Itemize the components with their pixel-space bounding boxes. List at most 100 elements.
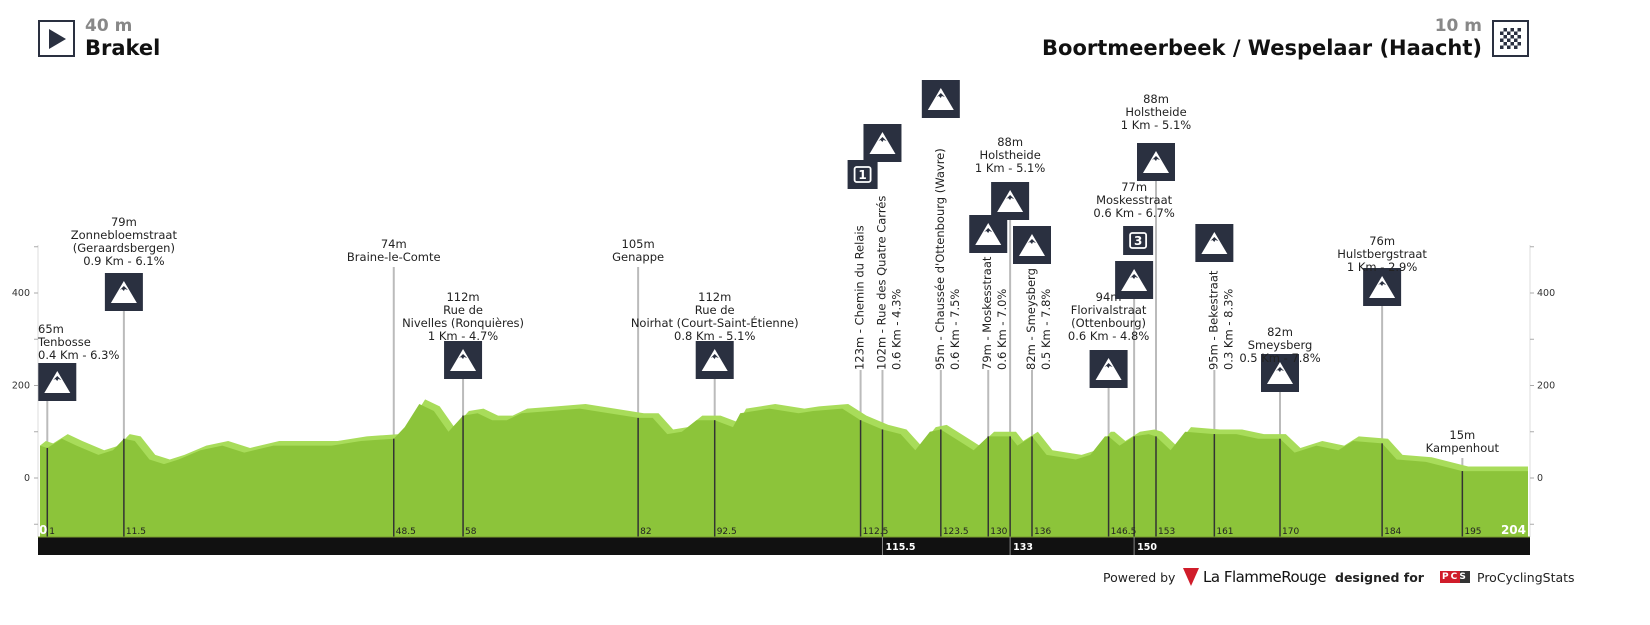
climb-label: Noirhat (Court-Saint-Étienne) <box>631 315 799 330</box>
mountain-icon <box>1261 354 1299 392</box>
km-bar <box>38 537 1530 555</box>
mountain-icon-peak <box>44 371 71 393</box>
mountain-icon-peak <box>975 223 1002 245</box>
mountain-icon <box>921 80 960 118</box>
mountain-icon-peak <box>1143 151 1169 173</box>
climb-label: Holstheide <box>979 148 1040 162</box>
vertical-climb-label: 79m - Moskesstraat <box>980 256 994 370</box>
climb-label: (Geraardsbergen) <box>73 241 175 255</box>
climb-label: 112m <box>446 290 479 304</box>
start-altitude: 40 m <box>85 16 133 36</box>
flamme-rouge-icon <box>1183 568 1199 586</box>
mountain-icon-snow <box>119 286 128 291</box>
mountain-icon <box>1137 143 1175 181</box>
climb-label: 0.4 Km - 6.3% <box>38 348 119 362</box>
y-tick-label-right: 200 <box>1537 381 1555 392</box>
mountain-icon-peak <box>1267 362 1293 384</box>
mountain-icon <box>104 273 143 311</box>
y-tick-label-right: 400 <box>1537 288 1555 299</box>
vertical-climb-label: 0.5 Km - 7.8% <box>1039 289 1053 370</box>
mountain-icon-snow <box>459 354 468 359</box>
km-tick-label: 48.5 <box>396 527 416 537</box>
y-tick-label-left: 400 <box>12 288 30 299</box>
mountain-icon <box>444 341 483 379</box>
place-label: Genappe <box>612 250 664 264</box>
sprint-icon: 3 <box>1123 226 1154 255</box>
place-label: 105m <box>622 237 655 251</box>
km-tick-lower-label: 115.5 <box>885 542 915 553</box>
mountain-icon <box>969 215 1008 253</box>
km-tick-label: 11.5 <box>126 527 146 537</box>
mountain-icon-peak <box>869 132 896 154</box>
mountain-icon-peak <box>927 88 954 110</box>
climb-label: Nivelles (Ronquières) <box>402 316 524 330</box>
mountain-icon-peak <box>450 349 477 371</box>
climb-label: 1 Km - 4.7% <box>428 329 498 343</box>
mountain-icon-peak <box>1201 232 1228 254</box>
vertical-climb-label: 123m - Chemin du Relais <box>853 225 867 370</box>
km-tick-label: 92.5 <box>717 527 737 537</box>
km-tick-lower-label: 133 <box>1013 542 1033 553</box>
sprint-icon-bg <box>847 160 878 189</box>
climb-label: 1 Km - 5.1% <box>975 161 1045 175</box>
km-tick-label: 161 <box>1216 527 1233 537</box>
mountain-icon <box>1089 350 1128 388</box>
mountain-icon-snow <box>1152 156 1160 161</box>
climb-label: 0.6 Km - 4.8% <box>1068 329 1149 343</box>
pcs-logo: PCS <box>1440 571 1470 583</box>
mountain-icon-peak <box>1095 358 1122 380</box>
km-tick-label: 153 <box>1158 527 1175 537</box>
mountain-icon-snow <box>1276 367 1284 372</box>
mountain-icon-peak <box>110 281 137 303</box>
km-tick-label: 58 <box>465 527 477 537</box>
km-tick-label: 112.5 <box>863 527 889 537</box>
mountain-icon-snow <box>710 354 719 359</box>
mountain-icon-snow <box>1006 195 1015 200</box>
mountain-icon <box>38 363 77 401</box>
climb-label: 65m <box>38 322 64 336</box>
mountain-icon-peak <box>997 190 1024 212</box>
climb-label: Zonnebloemstraat <box>71 228 178 242</box>
climb-label: Tenbosse <box>37 335 91 349</box>
flamme-rouge-logo[interactable]: La FlammeRouge <box>1183 568 1326 586</box>
mountain-icon-peak <box>701 349 728 371</box>
mountain-icon <box>1195 224 1234 262</box>
y-tick-label-left: 0 <box>24 473 30 484</box>
sprint-icon-number: 1 <box>858 168 866 182</box>
climb-label: Rue de <box>695 303 735 317</box>
mountain-icon-peak <box>1369 276 1396 298</box>
climb-label: 82m <box>1267 325 1293 339</box>
vertical-climb-label: 0.3 Km - 8.3% <box>1221 289 1235 370</box>
mountain-icon <box>1115 261 1154 299</box>
sprint-icon: 1 <box>847 160 878 189</box>
mountain-icon-snow <box>1028 239 1036 244</box>
mountain-icon-snow <box>1210 237 1219 242</box>
sprint-icon-bg <box>1123 226 1154 255</box>
sprint-icon-number: 3 <box>1134 234 1142 248</box>
start-icon <box>38 20 75 57</box>
mountain-icon-snow <box>936 93 945 98</box>
finish-name: Boortmeerbeek / Wespelaar (Haacht) <box>1042 36 1482 60</box>
vertical-climb-label: 102m - Rue des Quatre Carrés <box>874 196 888 370</box>
climb-label: 1 Km - 5.1% <box>1121 118 1191 132</box>
climb-label: 0.6 Km - 6.7% <box>1093 206 1174 220</box>
km-tick-label: 130 <box>990 527 1007 537</box>
pcs-name[interactable]: ProCyclingStats <box>1477 570 1575 585</box>
mountain-icon-snow <box>1378 281 1387 286</box>
vertical-climb-label: 95m - Chaussée d'Ottenbourg (Wavre) <box>933 148 947 370</box>
climb-label: 77m <box>1121 180 1147 194</box>
climb-label: 88m <box>997 135 1023 149</box>
mountain-icon-peak <box>1121 269 1148 291</box>
vertical-climb-label: 0.6 Km - 7.0% <box>995 289 1009 370</box>
climb-label: Smeysberg <box>1248 338 1313 352</box>
sprint-icon-frame <box>853 166 872 183</box>
climb-label: Moskesstraat <box>1096 193 1173 207</box>
km-tick-label: 123.5 <box>943 527 969 537</box>
climb-label: (Ottenbourg) <box>1071 316 1146 330</box>
profile-area <box>40 404 1528 537</box>
climb-label: 0.5 Km - 7.8% <box>1239 351 1320 365</box>
mountain-icon-snow <box>984 228 993 233</box>
place-label: Kampenhout <box>1426 441 1500 455</box>
km-tick-label: 204 <box>1501 523 1526 537</box>
climb-label: Hulstbergstraat <box>1337 247 1427 261</box>
